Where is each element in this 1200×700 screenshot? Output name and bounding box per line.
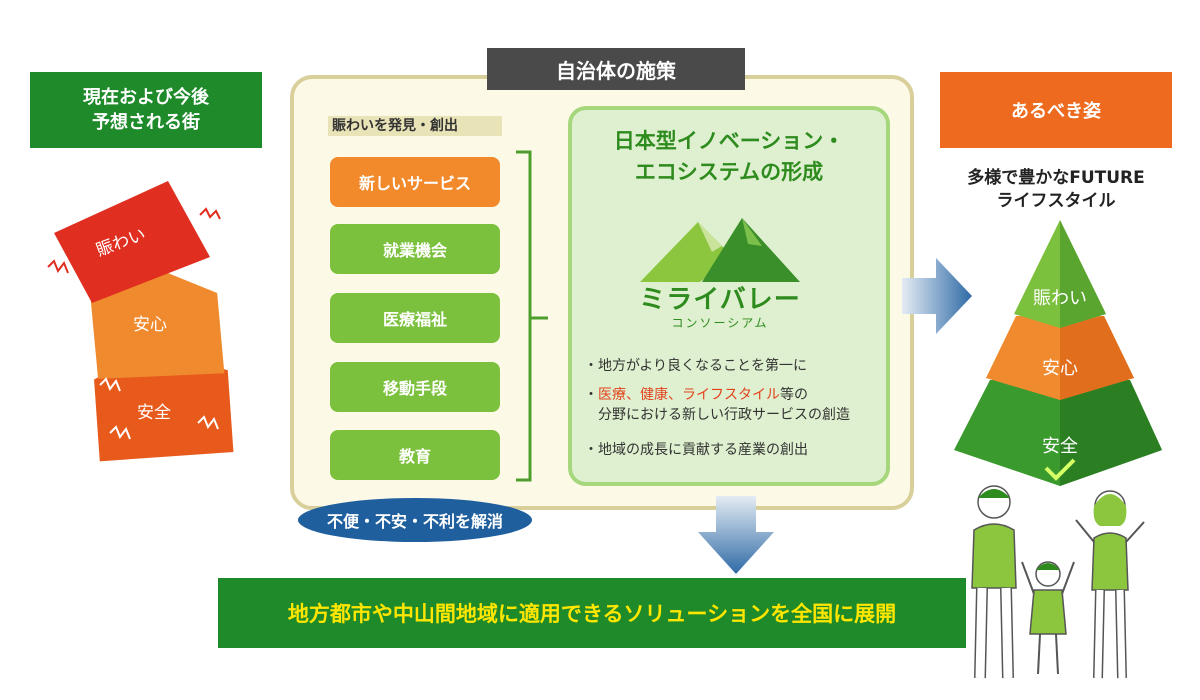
item-education: 教育 <box>330 430 500 480</box>
mirai-valley-mountain-logo <box>640 218 800 282</box>
ecosystem-title: 日本型イノベーション・ エコシステムの形成 <box>613 128 845 185</box>
ideal-state-header: あるべき姿 <box>940 72 1172 148</box>
right-arrow-icon <box>902 258 972 334</box>
pyramid-tier-anshin: 安心 <box>1042 358 1078 379</box>
pyramid-tier-nigiwai: 賑わい <box>1033 288 1087 309</box>
resolve-inconvenience-oval: 不便・不安・不利を解消 <box>298 498 532 542</box>
down-arrow-icon <box>698 496 774 574</box>
logo-name: ミライバレー <box>639 284 801 315</box>
bullet-new-services: ・医療、健康、ライフスタイル等の 分野における新しい行政サービスの創造 <box>584 387 850 424</box>
lifestyle-pyramid <box>954 220 1162 486</box>
item-medical-welfare: 医療福祉 <box>330 293 500 343</box>
policy-title: 自治体の施策 <box>487 48 745 90</box>
bullet-highlight-fields: 医療、健康、ライフスタイル <box>598 387 780 403</box>
block-label-anshin: 安心 <box>133 314 167 335</box>
logo-subtitle: コンソーシアム <box>671 315 769 330</box>
current-town-header: 現在および今後 予想される街 <box>30 72 262 148</box>
bullet-first-priority: ・地方がより良くなることを第一に <box>584 358 808 374</box>
stacked-blocks-graphic <box>47 181 234 462</box>
bullet-industry-creation: ・地域の成長に貢献する産業の創出 <box>584 442 808 458</box>
item-employment: 就業機会 <box>330 224 500 274</box>
ecosystem-box <box>568 106 890 486</box>
current-town-illustration: 賑わい 安心 安全 <box>40 175 250 465</box>
nationwide-deployment-banner: 地方都市や中山間地域に適用できるソリューションを全国に展開 <box>218 578 966 648</box>
bullet-fields-tail: 等の <box>780 387 808 403</box>
pyramid-tier-anzen: 安全 <box>1042 436 1078 457</box>
discover-subhead: 賑わいを発見・創出 <box>328 116 502 136</box>
future-lifestyle-subtitle: 多様で豊かなFUTURE ライフスタイル <box>967 168 1145 211</box>
block-label-anzen: 安全 <box>137 402 171 423</box>
bracket-connector <box>516 150 548 482</box>
item-new-service: 新しいサービス <box>330 157 500 207</box>
item-transport: 移動手段 <box>330 362 500 412</box>
bullet-fields-line2: 分野における新しい行政サービスの創造 <box>598 407 850 424</box>
family-illustration <box>971 485 1145 679</box>
